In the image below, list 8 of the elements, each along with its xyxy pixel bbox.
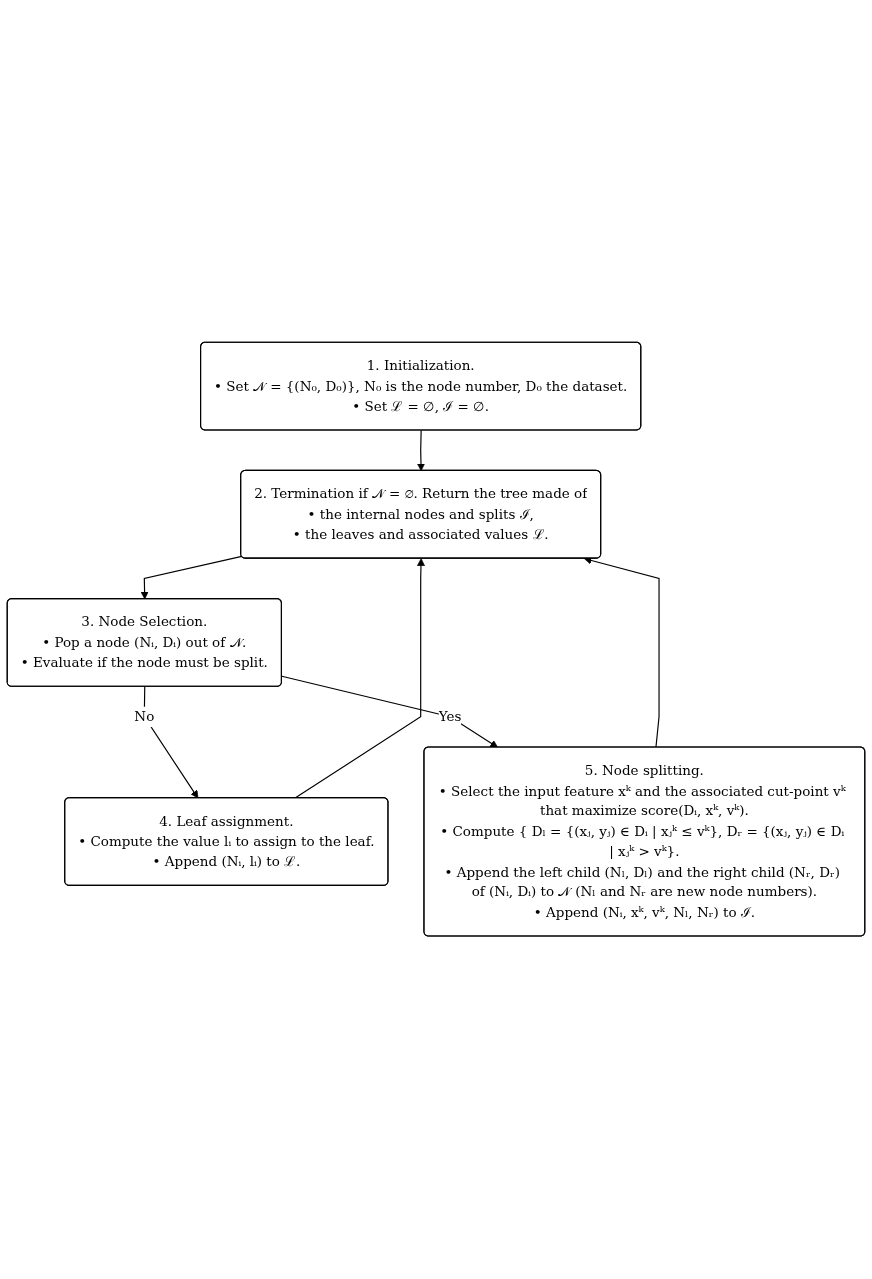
arrow xyxy=(294,558,425,800)
edge-label: Yes xyxy=(438,708,462,725)
arrow xyxy=(281,676,499,749)
edge-label: No xyxy=(134,708,155,725)
arrow xyxy=(140,556,243,600)
arrow xyxy=(417,430,425,472)
arrow xyxy=(583,557,660,749)
arrow xyxy=(143,686,199,799)
